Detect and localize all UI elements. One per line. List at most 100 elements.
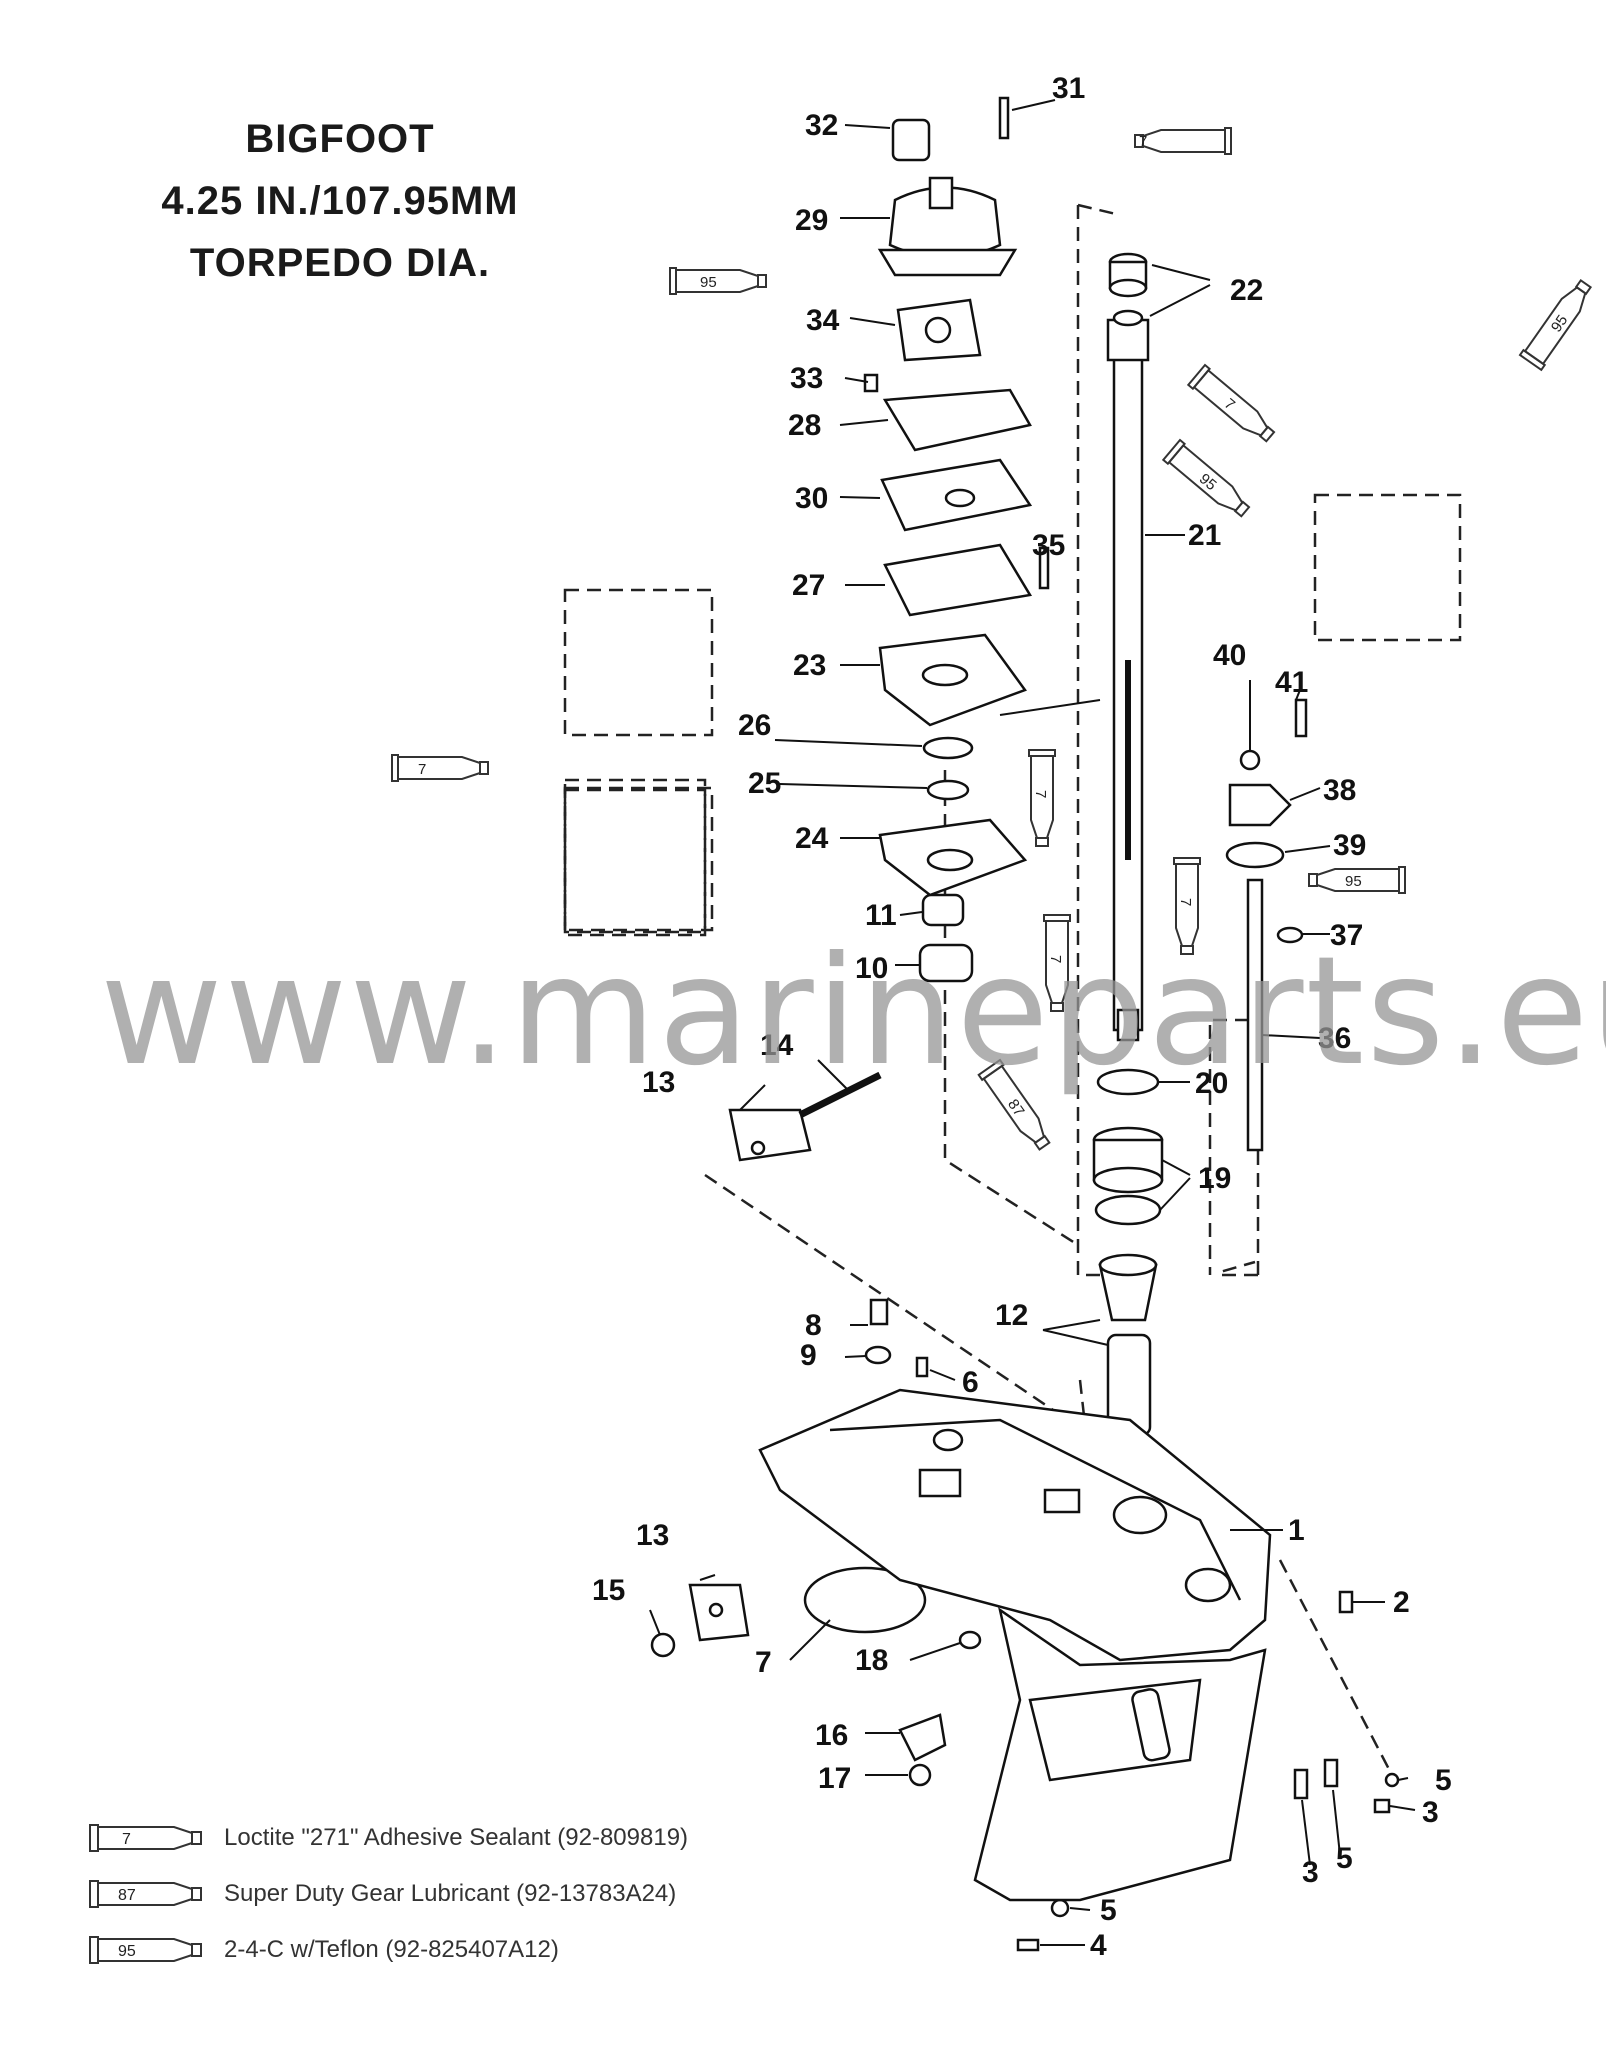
seal-26 — [922, 736, 974, 760]
oring-39 — [1225, 841, 1285, 869]
gasket-28 — [882, 388, 1032, 452]
title-line-torpedo: TORPEDO DIA. — [189, 241, 491, 285]
pump-sleeve — [891, 118, 931, 162]
screw-4 — [1016, 1938, 1040, 1952]
legend-item: 95 2-4-C w/Teflon (92-825407A12) — [88, 1922, 848, 1978]
inset-box-bottom — [563, 786, 714, 932]
title-line-model: BIGFOOT — [245, 117, 435, 161]
lower-bearings — [1092, 1068, 1164, 1437]
svg-text:95: 95 — [1345, 873, 1362, 890]
callout-32: 32 — [805, 109, 838, 142]
callout-21: 21 — [1188, 519, 1221, 552]
callout-16: 16 — [815, 1719, 848, 1752]
legend-item: 87 Super Duty Gear Lubricant (92-13783A2… — [88, 1866, 848, 1922]
legend-text: 2-4-C w/Teflon (92-825407A12) — [224, 1936, 559, 1963]
callout-38: 38 — [1323, 774, 1356, 807]
callout-40: 40 — [1213, 639, 1246, 672]
svg-text:7: 7 — [1032, 790, 1049, 798]
plug-18 — [958, 1630, 982, 1650]
svg-text:7: 7 — [1177, 898, 1194, 906]
callout-9: 9 — [800, 1339, 817, 1372]
screw-3 — [1373, 1798, 1391, 1814]
callout-22: 22 — [1230, 274, 1263, 307]
washer-40 — [1239, 749, 1261, 771]
tube-icon: 7 — [89, 1824, 202, 1852]
callout-41: 41 — [1275, 666, 1308, 699]
gear-16 — [898, 1713, 947, 1762]
callout-37: 37 — [1330, 919, 1363, 952]
anodes — [650, 1071, 927, 1658]
legend-text: Super Duty Gear Lubricant (92-13783A24) — [224, 1880, 677, 1907]
callout-35: 35 — [1032, 529, 1065, 562]
race-20 — [1096, 1068, 1160, 1096]
bearing-17 — [908, 1763, 932, 1787]
callout-3b: 3 — [1302, 1856, 1319, 1889]
callout-12: 12 — [995, 1299, 1028, 1332]
anode-13-upper — [728, 1108, 812, 1162]
svg-text:95: 95 — [700, 274, 717, 291]
bearing-10 — [918, 943, 974, 983]
callout-13a: 13 — [642, 1066, 675, 1099]
tube-95-left: 7 — [391, 754, 489, 782]
screw-35 — [1038, 546, 1050, 590]
tube-icon: 87 — [89, 1880, 202, 1908]
bushing-11 — [921, 893, 965, 927]
washer-5 — [1384, 1772, 1400, 1788]
legend-item: 7 Loctite "271" Adhesive Sealant (92-809… — [88, 1810, 848, 1866]
callout-11: 11 — [865, 899, 897, 932]
dashed-assembly-lines — [563, 203, 1462, 1776]
washer-5b — [1323, 1758, 1339, 1788]
callout-3a: 3 — [1422, 1796, 1439, 1829]
callout-5c: 5 — [1100, 1894, 1117, 1927]
shift-bushing-38 — [1228, 783, 1292, 827]
callout-7a: 7 — [755, 1646, 772, 1679]
callout-6: 6 — [962, 1366, 979, 1399]
callout-25: 25 — [748, 767, 781, 800]
callout-20: 20 — [1195, 1067, 1228, 1100]
gasket-27 — [883, 543, 1033, 617]
svg-text:7: 7 — [418, 761, 426, 778]
callout-13b: 13 — [636, 1519, 669, 1552]
tube-7-shift: 7 — [1173, 857, 1201, 955]
callout-18: 18 — [855, 1644, 888, 1677]
tube-95-pump: 95 — [669, 267, 767, 295]
callout-28: 28 — [788, 409, 821, 442]
bolt-8 — [869, 1298, 889, 1326]
leader-lines — [649, 99, 1416, 1946]
callout-5a: 5 — [1435, 1764, 1452, 1797]
inset-box-upper — [563, 778, 707, 937]
title-line-diameter: 4.25 IN./107.95MM — [161, 179, 519, 223]
tube-7-seal: 7 — [1043, 914, 1071, 1012]
tube-7-shaft: 7 — [1187, 364, 1280, 448]
gearcase-skeg — [973, 1607, 1267, 1902]
dowel-2 — [1338, 1590, 1354, 1614]
callout-19: 19 — [1198, 1162, 1231, 1195]
callout-31: 31 — [1052, 72, 1085, 105]
inset-box-right — [1313, 493, 1462, 642]
callout-numbers: 1 2 3 3 4 5 5 5 6 7 7 8 9 10 11 12 13 13… — [592, 72, 1452, 1962]
callout-23: 23 — [793, 649, 826, 682]
tube-95-oring: 95 — [1308, 866, 1406, 894]
callout-30: 30 — [795, 482, 828, 515]
callout-24: 24 — [795, 822, 829, 855]
svg-text:95: 95 — [1548, 312, 1571, 335]
tube-icon: 95 — [89, 1936, 202, 1964]
callout-39: 39 — [1333, 829, 1366, 862]
callout-27: 27 — [792, 569, 825, 602]
callout-8: 8 — [805, 1309, 822, 1342]
callout-2: 2 — [1393, 1586, 1410, 1619]
gearcase-housing — [758, 1388, 1272, 1902]
retainer-37 — [1276, 926, 1304, 944]
callout-29: 29 — [795, 204, 828, 237]
tube-7-base: 7 — [1028, 749, 1056, 847]
svg-text:7: 7 — [1047, 955, 1064, 963]
tube-7-top: 7 — [1134, 127, 1232, 155]
callout-15: 15 — [592, 1574, 625, 1607]
shift-linkage — [1225, 698, 1308, 1152]
dowel-6 — [915, 1356, 929, 1378]
screw-31 — [998, 96, 1010, 140]
washer-9 — [864, 1345, 892, 1365]
callout-1: 1 — [1288, 1514, 1305, 1547]
svg-text:7: 7 — [122, 1831, 131, 1848]
